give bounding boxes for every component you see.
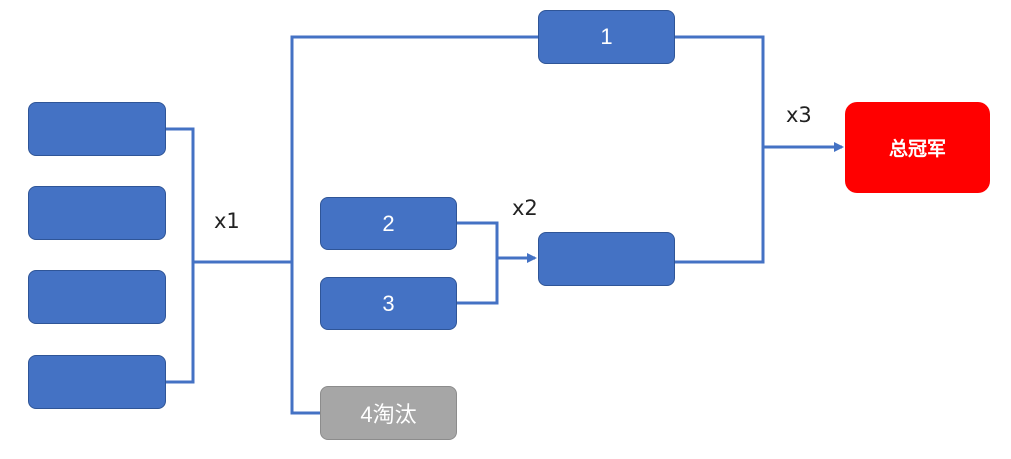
rank-2-box: 2 [320, 197, 457, 250]
to-rank1-line [290, 35, 538, 415]
entrant-box-1 [28, 102, 166, 156]
playoff-bracket-line [457, 221, 499, 305]
rank-1-label: 1 [600, 24, 613, 49]
champion-label: 总冠军 [888, 138, 946, 160]
eliminated-box: 4淘汰 [320, 386, 457, 440]
entrant-box-3 [28, 270, 166, 324]
multiplier-x2: x2 [512, 196, 538, 220]
round1-bracket-line [166, 127, 195, 384]
eliminated-label: 4淘汰 [360, 402, 417, 427]
multiplier-x3: x3 [786, 103, 812, 127]
entrant-box-4 [28, 355, 166, 409]
rank-3-label: 3 [382, 290, 395, 316]
multiplier-x1: x1 [214, 209, 240, 233]
rank-1-box: 1 [538, 10, 675, 64]
rank-3-box: 3 [320, 277, 457, 330]
playoff-winner-box [538, 232, 675, 286]
champion-box: 总冠军 [845, 102, 990, 193]
final-bracket-line [675, 35, 765, 264]
entrant-box-2 [28, 186, 166, 240]
rank-2-label: 2 [382, 210, 395, 236]
